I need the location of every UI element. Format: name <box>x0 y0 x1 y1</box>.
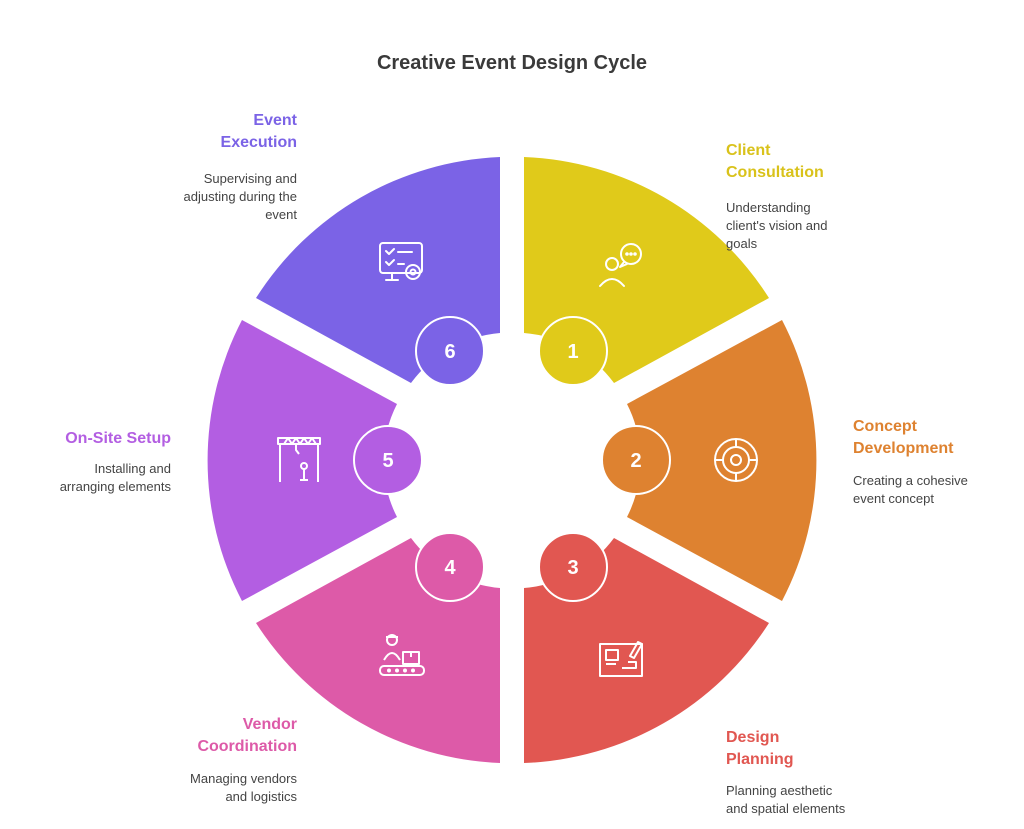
step-6-number: 6 <box>444 341 455 363</box>
conveyor-worker-icon <box>379 634 425 676</box>
step-6-description: Supervising and adjusting during the eve… <box>183 171 297 222</box>
step-5-number: 5 <box>382 450 393 472</box>
step-2-number: 2 <box>630 450 641 472</box>
step-1-description: Understanding client's vision and goals <box>726 200 828 251</box>
step-6-badge <box>415 316 485 386</box>
segment-2: 2 <box>601 320 817 601</box>
step-1-title: Client Consultation <box>726 142 824 181</box>
step-3-title: Design Planning <box>726 729 794 768</box>
segment-5: 5 <box>207 320 423 601</box>
step-2-title: Concept Development <box>853 418 954 457</box>
page-title: Creative Event Design Cycle <box>376 52 648 74</box>
stage-truss-icon <box>277 437 321 482</box>
checklist-gear-icon <box>379 242 423 281</box>
blueprint-icon <box>599 641 643 677</box>
step-1-badge <box>538 316 608 386</box>
segment-6: 6 <box>256 157 500 386</box>
step-3-description: Planning aesthetic and spatial elements <box>726 783 846 816</box>
segment-5-sector <box>207 320 397 601</box>
consultation-icon <box>599 243 642 287</box>
step-3-number: 3 <box>567 557 578 579</box>
step-3-badge <box>538 532 608 602</box>
segment-1: 1 <box>524 157 769 386</box>
step-4-title: Vendor Coordination <box>197 716 297 755</box>
target-icon <box>714 438 758 482</box>
step-4-description: Managing vendors and logistics <box>190 771 297 804</box>
step-2-description: Creating a cohesive event concept <box>853 473 968 506</box>
segment-4: 4 <box>256 532 500 763</box>
step-6-title: Event Execution <box>220 112 297 151</box>
step-2-badge <box>601 425 671 495</box>
step-5-title: On-Site Setup <box>65 430 171 447</box>
step-5-description: Installing and arranging elements <box>59 461 171 494</box>
step-4-badge <box>415 532 485 602</box>
step-5-badge <box>353 425 423 495</box>
step-1-number: 1 <box>567 341 578 363</box>
segment-3: 3 <box>524 532 769 763</box>
step-4-number: 4 <box>444 557 456 579</box>
